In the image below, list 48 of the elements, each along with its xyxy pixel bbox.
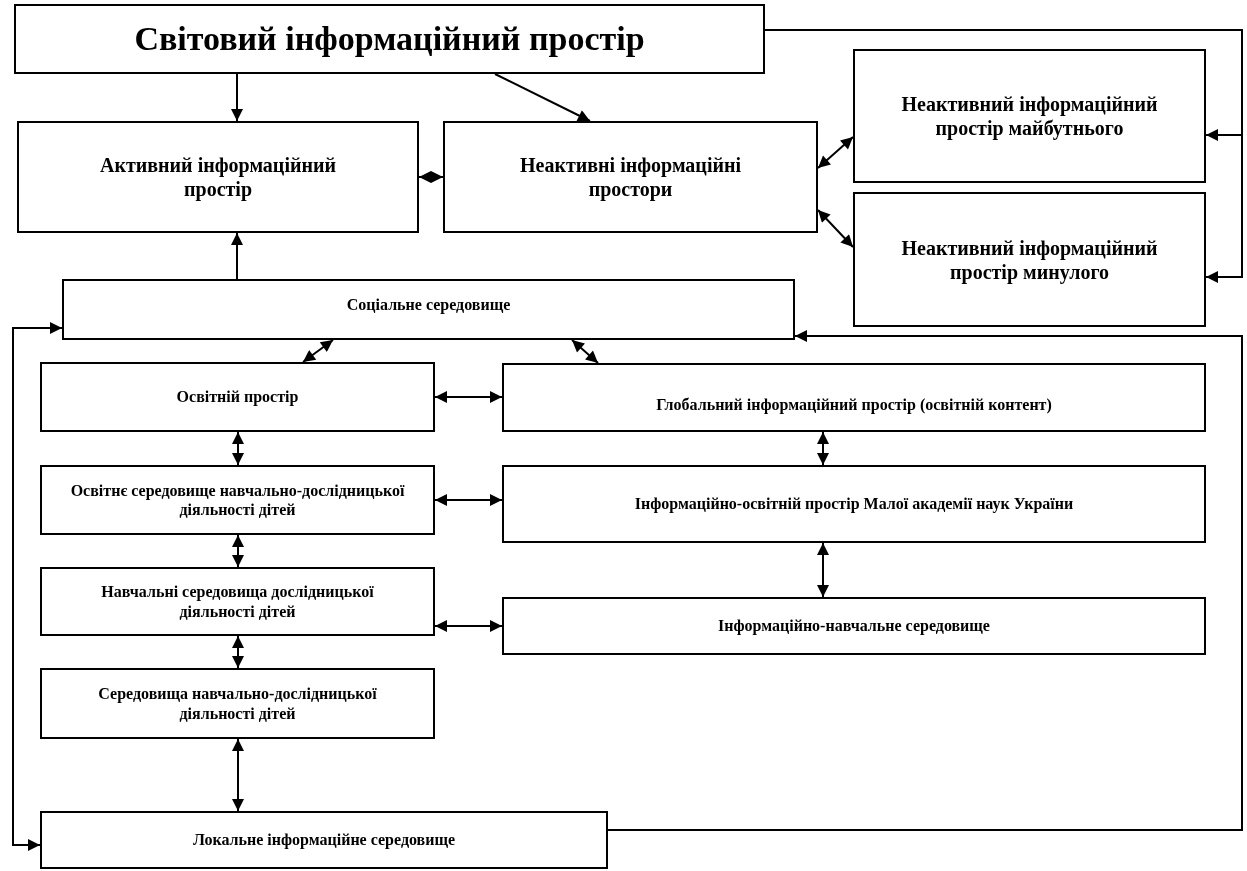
arrow: [607, 330, 1243, 831]
box-label: Освітній простір: [176, 387, 299, 407]
arrow: [817, 542, 829, 598]
text-box: [502, 363, 1206, 432]
text-box: [443, 121, 818, 233]
box-label: Освітнє середовище навчально-дослідницької діяльності дітей: [69, 480, 406, 520]
text-box: [853, 192, 1206, 327]
box-label: Неактивний інформаційний простір минулого: [900, 235, 1159, 284]
arrow: [12, 322, 63, 851]
box-label: Навчальні середовища дослідницької діяльності дітей: [100, 582, 375, 621]
box-label: Неактивний інформаційний простір майбутнього: [900, 92, 1159, 140]
text-box: [17, 121, 419, 233]
box-label: Інформаційно-освітній простір Малої академії наук України: [634, 494, 1074, 514]
arrow: [231, 232, 243, 280]
text-box: [502, 597, 1206, 655]
arrow: [764, 29, 1243, 283]
text-box: [853, 49, 1206, 183]
box-label: Активний інформаційний простір: [98, 153, 338, 201]
text-box: [40, 668, 435, 739]
arrow: [434, 494, 503, 506]
arrow: [232, 635, 244, 669]
arrow: [418, 171, 444, 183]
arrow: [232, 534, 244, 568]
arrow: [302, 339, 334, 363]
arrow: [817, 209, 854, 248]
box-label: Неактивні інформаційні простори: [518, 153, 743, 201]
text-box: [62, 279, 795, 340]
box-label: Глобальний інформаційний простір (освітній контент): [656, 394, 1052, 415]
text-box: [40, 362, 435, 432]
arrow: [494, 73, 591, 122]
box-label: Світовий інформаційний простір: [134, 18, 645, 59]
arrow: [232, 738, 244, 812]
arrow: [434, 391, 503, 403]
arrow: [434, 620, 503, 632]
box-label: Локальне інформаційне середовище: [192, 830, 456, 850]
box-label: Інформаційно-навчальне середовище: [718, 616, 990, 636]
text-box: [40, 567, 435, 636]
text-box: [40, 811, 608, 869]
box-label: Соціальне середовище: [346, 295, 511, 315]
arrow: [571, 339, 599, 364]
arrow: [231, 73, 243, 122]
box-label: Середовища навчально-дослідницької діяльності дітей: [97, 684, 378, 723]
arrow: [817, 431, 829, 466]
text-box: [40, 465, 435, 535]
text-box: [502, 465, 1206, 543]
text-box: [14, 4, 765, 74]
arrow: [817, 136, 854, 169]
arrow: [232, 431, 244, 466]
